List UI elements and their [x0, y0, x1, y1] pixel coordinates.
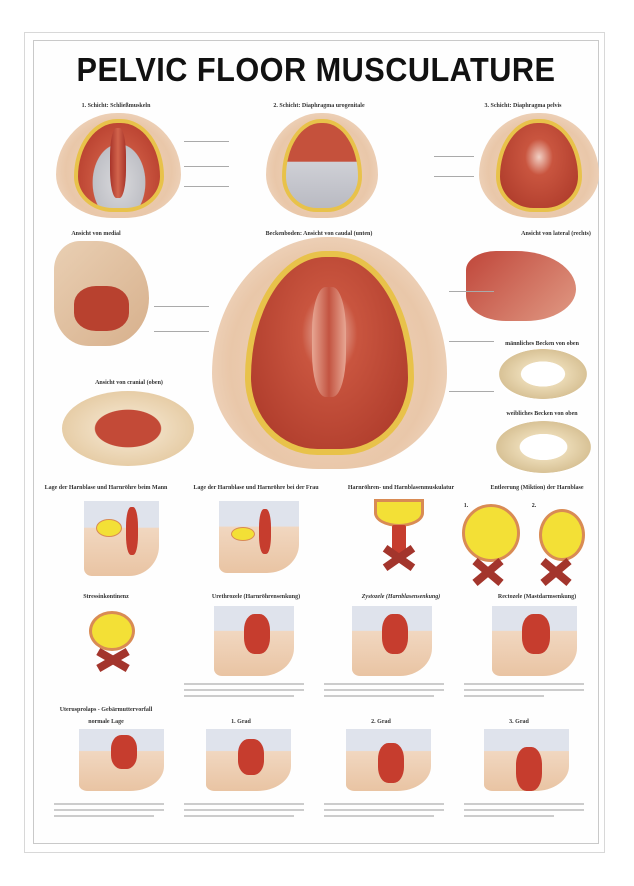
caption-layer-3: 3. Schicht: Diaphragma pelvis — [484, 103, 562, 109]
caption-micturition: Entleerung (Miktion) der Harnblase — [490, 485, 584, 491]
illustration-rectocele — [492, 606, 577, 676]
caption-female-pelvis: weibliches Becken von oben — [506, 411, 578, 417]
illustration-urethrocele — [214, 606, 294, 676]
illustration-urogenital-diaphragm — [266, 113, 378, 218]
illustration-caudal-view — [212, 237, 447, 469]
caption-bladder-muscles: Harnröhren- und Harnblasenmuskulatur — [347, 485, 455, 491]
caption-lateral: Ansicht von lateral (rechts) — [521, 231, 591, 237]
caption-medial: Ansicht von medial — [71, 231, 121, 237]
caption-caudal: Beckenboden: Ansicht von caudal (unten) — [265, 231, 373, 237]
caption-layer-1: 1. Schicht: Schließmuskeln — [81, 103, 151, 109]
caption-uterine-prolapse: Uterusprolaps - Gebärmuttervorfall — [59, 707, 153, 713]
illustration-bladder-emptying — [539, 509, 585, 561]
caption-stress-incontinence: Stressinkontinenz — [83, 594, 129, 600]
caption-cystocele: Zystozele (Harnblasensenkung) — [361, 594, 441, 600]
illustration-male-bladder — [84, 501, 159, 576]
illustration-grade-1 — [206, 729, 291, 791]
caption-female-bladder: Lage der Harnblase und Harnröhre bei der… — [193, 485, 319, 491]
illustration-male-pelvis — [499, 349, 587, 399]
illustration-grade-3 — [484, 729, 569, 791]
illustration-bladder-full — [462, 504, 520, 562]
illustration-pelvic-diaphragm — [479, 113, 599, 218]
caption-grade-2: 2. Grad — [371, 719, 391, 725]
marker-2: 2. — [531, 503, 537, 509]
illustration-lateral-view — [466, 251, 576, 321]
poster-title: PELVIC FLOOR MUSCULATURE — [76, 51, 556, 88]
caption-male-bladder: Lage der Harnblase und Harnröhre beim Ma… — [44, 485, 168, 491]
caption-male-pelvis: männliches Becken von oben — [505, 341, 579, 347]
anatomy-poster: PELVIC FLOOR MUSCULATURE 1. Schicht: Sch… — [33, 40, 599, 844]
caption-grade-1: 1. Grad — [231, 719, 251, 725]
illustration-bladder-muscles — [364, 499, 434, 579]
caption-urethrocele: Urethrozele (Harnröhrensenkung) — [211, 594, 301, 600]
caption-layer-2: 2. Schicht: Diaphragma urogenitale — [273, 103, 365, 109]
illustration-female-bladder — [219, 501, 299, 573]
illustration-stress-incontinence — [89, 611, 135, 651]
illustration-cystocele — [352, 606, 432, 676]
caption-normal-position: normale Lage — [88, 719, 124, 725]
illustration-medial-view — [54, 241, 149, 346]
marker-1: 1. — [463, 503, 469, 509]
illustration-grade-2 — [346, 729, 431, 791]
illustration-female-pelvis — [496, 421, 591, 473]
caption-grade-3: 3. Grad — [509, 719, 529, 725]
illustration-sphincters — [56, 113, 181, 218]
illustration-cranial-view — [62, 391, 194, 466]
caption-cranial: Ansicht von cranial (oben) — [95, 380, 163, 386]
illustration-normal-position — [79, 729, 164, 791]
caption-rectocele: Rectozele (Mastdarmsenkung) — [497, 594, 577, 600]
